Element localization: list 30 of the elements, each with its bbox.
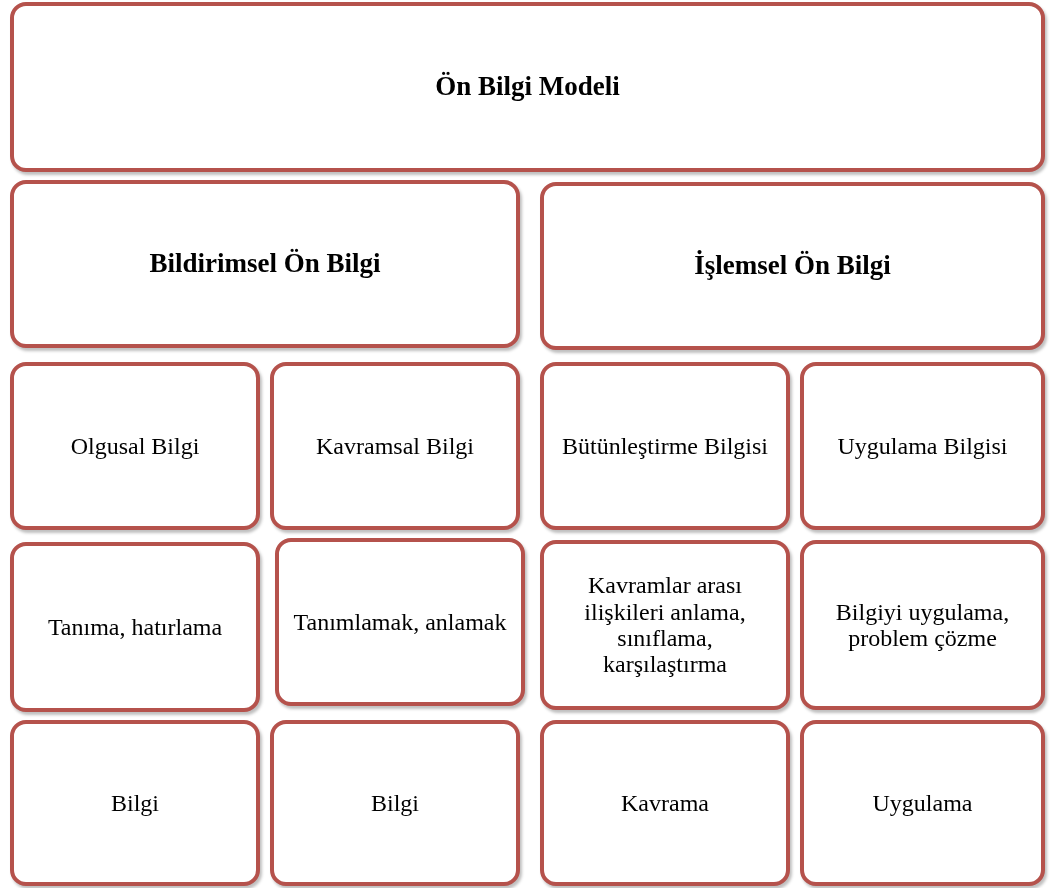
concept-box: [540, 720, 790, 886]
concept-box: [10, 362, 260, 530]
concept-box: [270, 362, 520, 530]
box-label: Uygulama: [872, 789, 973, 817]
category-box: [10, 180, 520, 348]
concept-box: [270, 720, 520, 886]
category-box: [540, 182, 1045, 350]
concept-box: [540, 540, 790, 710]
box-label: Olgusal Bilgi: [70, 432, 200, 460]
concept-box: [10, 542, 260, 712]
box-label: Bilgi: [111, 789, 159, 817]
box-label: Kavramlar arası ilişkileri anlama, sınıflama, karşılaştırma: [583, 572, 747, 678]
box-label: Uygulama Bilgisi: [837, 432, 1008, 460]
box-label: Kavramsal Bilgi: [316, 432, 474, 460]
box-heading: Ön Bilgi Modeli: [435, 72, 620, 102]
concept-box: [275, 538, 525, 706]
box-label: Bütünleştirme Bilgisi: [562, 432, 768, 460]
box-label: Kavrama: [621, 789, 709, 817]
box-label: Bilgi: [371, 789, 419, 817]
box-label: Tanıma, hatırlama: [47, 613, 223, 641]
concept-box: [540, 362, 790, 530]
box-heading: Bildirimsel Ön Bilgi: [149, 249, 381, 279]
box-heading: İşlemsel Ön Bilgi: [694, 251, 891, 281]
concept-box: [800, 362, 1045, 530]
concept-box: [10, 720, 260, 886]
concept-box: [800, 540, 1045, 710]
category-box: [10, 2, 1045, 172]
box-label: Bilgiyi uygulama, problem çözme: [834, 598, 1011, 652]
concept-box: [800, 720, 1045, 886]
box-label: Tanımlamak, anlamak: [293, 608, 507, 636]
